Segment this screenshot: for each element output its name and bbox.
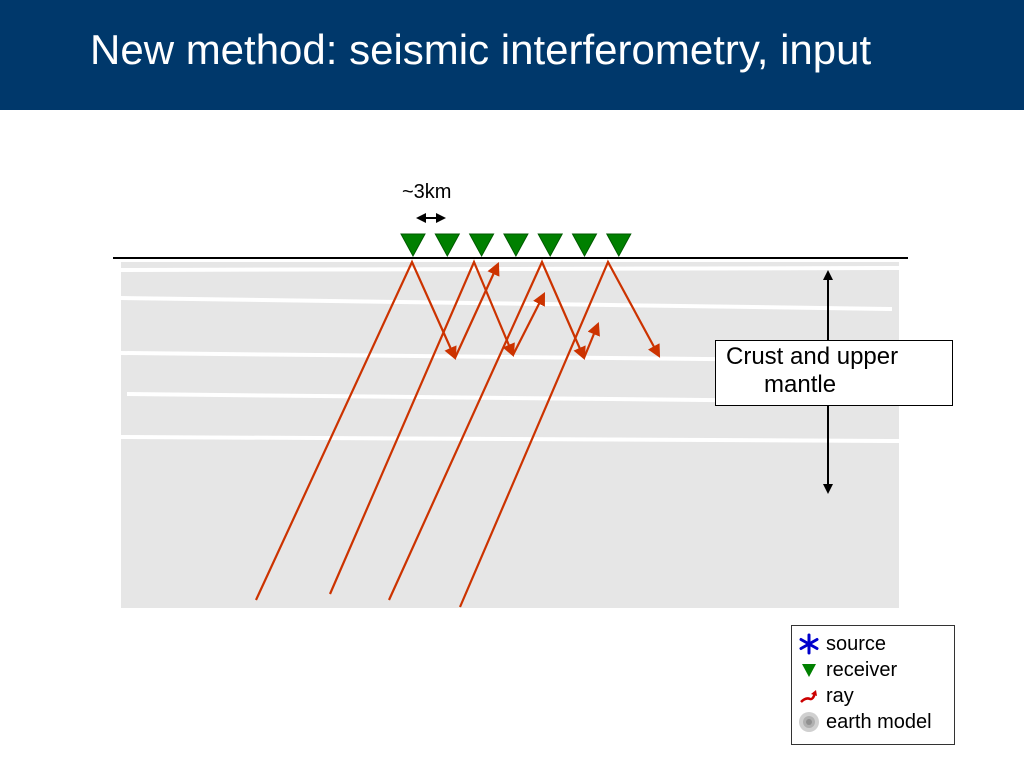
rays [255, 259, 661, 608]
ray-path [453, 261, 500, 359]
ray-path [512, 292, 545, 356]
receiver-triangle [400, 233, 426, 258]
title-bar: New method: seismic interferometry, inpu… [0, 0, 1024, 110]
receiver-triangle [537, 233, 564, 258]
earth-icon [798, 711, 820, 733]
receiver-triangle [571, 233, 598, 258]
layer-line [120, 296, 893, 311]
triangle-down-icon [798, 659, 820, 681]
ray-path [255, 259, 457, 601]
ray-path [387, 259, 586, 601]
legend-item-ray: ray [798, 683, 954, 709]
asterisk-icon [798, 633, 820, 655]
legend-item-source: source [798, 631, 954, 657]
legend-label: earth model [826, 710, 932, 733]
legend-item-earth-model: earth model [798, 709, 954, 735]
annotation-line2: mantle [764, 371, 837, 398]
receiver-triangle [503, 233, 529, 258]
receiver-triangle [605, 233, 632, 258]
scale-label: ~3km [402, 181, 452, 203]
earth-model-block [121, 262, 899, 608]
receiver-triangle [434, 233, 461, 258]
layer-line [120, 435, 900, 443]
annotation-box: Crust and upper mantle [715, 340, 953, 406]
ray-path [328, 259, 515, 595]
layer-line [120, 266, 900, 272]
legend-label: source [826, 632, 887, 655]
receiver-triangle [468, 233, 495, 258]
curved-arrow-icon [798, 685, 820, 707]
slide-title: New method: seismic interferometry, inpu… [90, 26, 872, 73]
legend-label: ray [826, 684, 854, 707]
annotation-line1: Crust and upper [726, 343, 899, 370]
legend-label: receiver [826, 658, 898, 681]
ray-path [458, 259, 661, 608]
legend: source receiver ray earth model [791, 625, 955, 745]
ray-path [582, 321, 600, 359]
receivers [400, 233, 632, 258]
legend-item-receiver: receiver [798, 657, 954, 683]
